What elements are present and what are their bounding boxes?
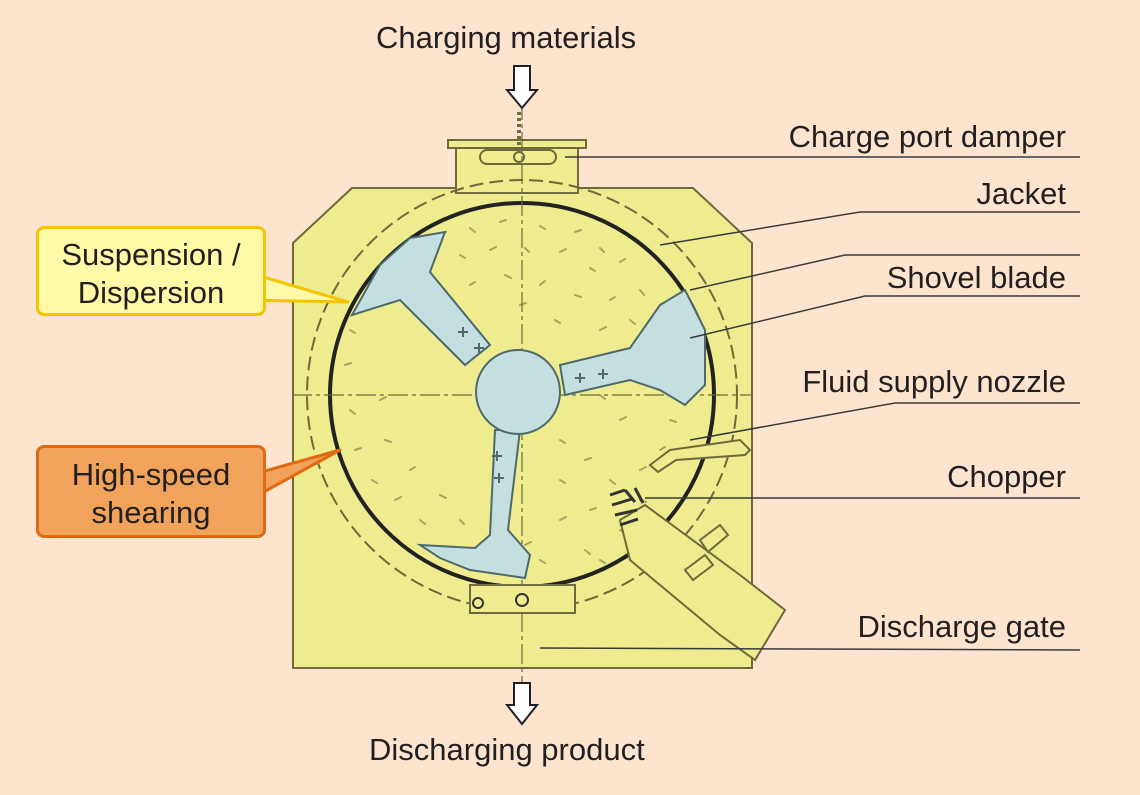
discharge-gate-label: Discharge gate	[857, 609, 1066, 644]
rotor-hub	[475, 349, 561, 435]
discharge-gate-mech	[469, 584, 576, 614]
input-label: Charging materials	[376, 20, 637, 55]
jacket-label: Jacket	[976, 176, 1066, 211]
charge-port-damper-label: Charge port damper	[788, 119, 1066, 154]
fluid-nozzle	[648, 438, 752, 474]
charge-arrow	[504, 65, 540, 110]
blade-upper-left	[349, 230, 492, 367]
shearing-callout: High-speed shearing	[36, 445, 266, 538]
shearing-line1: High-speed	[71, 457, 231, 492]
leader-lines	[539, 156, 1081, 651]
shovel-blade-label: Shovel blade	[886, 260, 1066, 295]
blade-right	[558, 288, 706, 407]
suspension-line2: Dispersion	[77, 275, 225, 310]
discharge-arrow	[504, 682, 540, 726]
shearing-line2: shearing	[91, 495, 211, 530]
chopper-label: Chopper	[947, 459, 1066, 494]
shovel-blades	[349, 230, 706, 580]
chopper-assembly	[609, 487, 787, 662]
fluid-supply-nozzle-label: Fluid supply nozzle	[802, 364, 1066, 399]
blade-bolts	[458, 327, 608, 483]
blade-bottom	[416, 429, 532, 580]
suspension-callout: Suspension / Dispersion	[36, 226, 266, 316]
suspension-line1: Suspension /	[61, 237, 241, 272]
output-label: Discharging product	[369, 732, 645, 767]
